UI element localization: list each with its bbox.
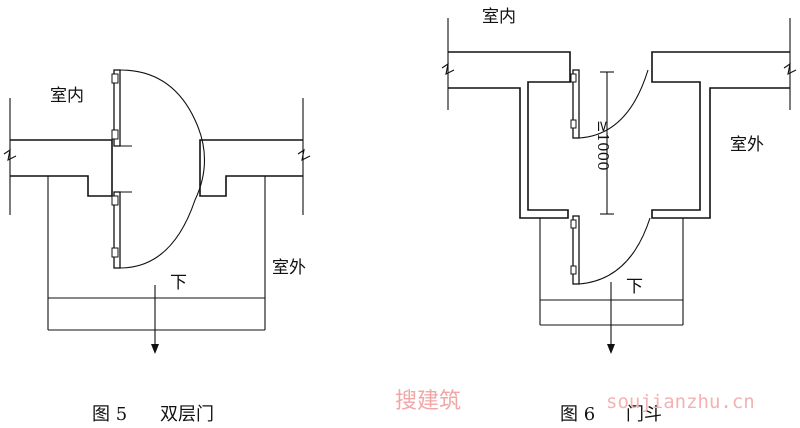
right-wall-slab bbox=[199, 98, 311, 215]
right-wall-slab bbox=[651, 18, 797, 219]
left-wall-slab bbox=[441, 18, 571, 219]
down-arrow bbox=[151, 285, 159, 354]
label-outdoor: 室外 bbox=[272, 258, 306, 278]
caption-title: 双层门 bbox=[160, 404, 214, 425]
caption-number: 图 6 bbox=[560, 404, 595, 425]
figure-5-double-door: 室内 室外 下 图 5 双层门 bbox=[3, 69, 311, 425]
dimension-line bbox=[600, 71, 614, 215]
label-outdoor: 室外 bbox=[730, 135, 764, 155]
watermark-text: 搜建筑 bbox=[395, 389, 461, 414]
label-down: 下 bbox=[170, 273, 187, 293]
door-leaves bbox=[111, 69, 206, 269]
down-arrow bbox=[607, 282, 615, 354]
figure-6-vestibule: ≥1000 室内 室外 下 图 6 门斗 bbox=[441, 7, 797, 425]
caption-number: 图 5 bbox=[92, 404, 127, 425]
left-wall-slab bbox=[3, 98, 113, 215]
watermark-url: soujianzhu.cn bbox=[606, 391, 755, 413]
landing-step-outline bbox=[47, 176, 266, 331]
inner-door bbox=[570, 69, 649, 139]
outer-door bbox=[570, 215, 651, 285]
caption-title: 门斗 bbox=[626, 404, 662, 425]
label-down: 下 bbox=[626, 277, 643, 297]
label-indoor: 室内 bbox=[482, 7, 516, 27]
label-indoor: 室内 bbox=[50, 86, 84, 106]
dimension-label: ≥1000 bbox=[594, 120, 612, 171]
watermark: 搜建筑 soujianzhu.cn bbox=[395, 389, 755, 414]
